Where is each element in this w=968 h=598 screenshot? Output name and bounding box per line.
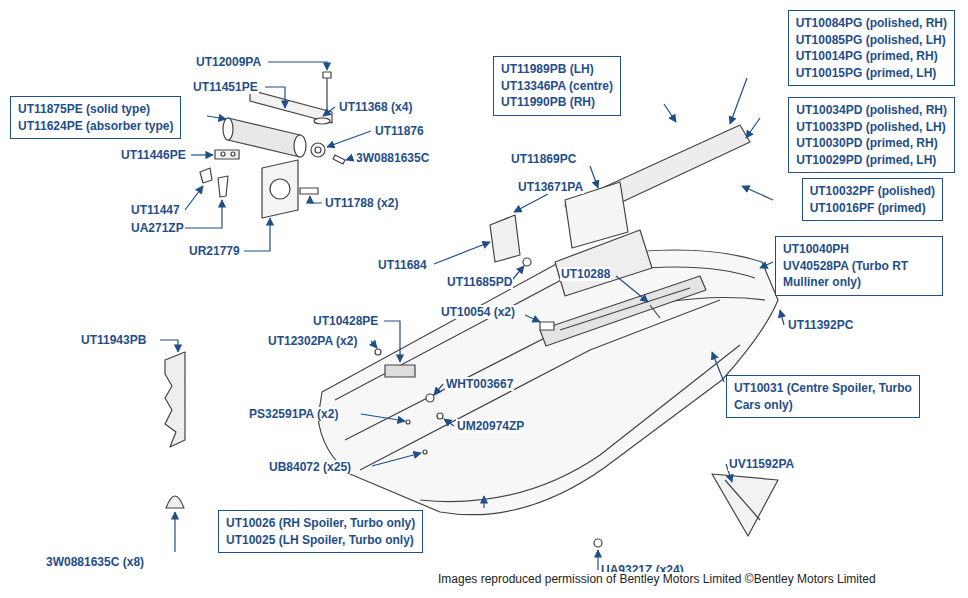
part-number: UT10031 (Centre Spoiler, Turbo Cars only… (734, 380, 912, 413)
part-label: UR21779 (188, 244, 241, 258)
drawing (165, 72, 778, 547)
part-label: UT10288 (560, 267, 611, 281)
part-number: UT10034PD (polished, RH) (796, 102, 947, 119)
callout-box: UT11989PB (LH)UT13346PA (centre)UT11990P… (493, 56, 621, 116)
part-label: UT12009PA (195, 55, 262, 69)
part-label: PS32591PA (x2) (248, 407, 339, 421)
part-number: UT13346PA (centre) (501, 78, 613, 95)
part-number: UT11990PB (RH) (501, 94, 613, 111)
part-label: UV11592PA (728, 457, 795, 471)
part-label: UA271ZP (130, 221, 185, 235)
part-label: 3W0881635C (x8) (45, 555, 145, 569)
part-number: UT11989PB (LH) (501, 61, 613, 78)
part-number: UT10030PD (primed, RH) (796, 135, 947, 152)
part-label: UT10054 (x2) (440, 305, 516, 319)
part-number: UV40528PA (Turbo RT Mulliner only) (783, 258, 935, 291)
part-number: UT10033PD (polished, LH) (796, 119, 947, 136)
part-label: UT13671PA (517, 180, 584, 194)
part-label: UB84072 (x25) (268, 460, 352, 474)
part-label: UT11447 (130, 203, 181, 217)
part-label: UT11392PC (787, 318, 854, 332)
part-label: UT11451PE (192, 80, 259, 94)
part-label: UT11685PD (446, 275, 513, 289)
part-number: UT10085PG (polished, LH) (796, 32, 947, 49)
part-number: UT11875PE (solid type) (18, 101, 173, 118)
part-number: UT10016PF (primed) (810, 200, 935, 217)
callout-box: UT10034PD (polished, RH)UT10033PD (polis… (788, 97, 955, 173)
leader-lines (160, 62, 784, 570)
part-number: UT10029PD (primed, LH) (796, 152, 947, 169)
part-label: UT11368 (x4) (338, 100, 413, 114)
part-number: UT10084PG (polished, RH) (796, 15, 947, 32)
part-label: UT12302PA (x2) (267, 334, 358, 348)
callout-box: UT10084PG (polished, RH)UT10085PG (polis… (788, 10, 955, 86)
part-label: WHT003667 (445, 377, 514, 391)
part-number: UT10032PF (polished) (810, 183, 935, 200)
part-label: UT11943PB (80, 333, 147, 347)
part-number: UT10015PG (primed, LH) (796, 65, 947, 82)
callout-box: UT10031 (Centre Spoiler, Turbo Cars only… (726, 375, 920, 418)
part-label: 3W0881635C (355, 151, 430, 165)
part-label: UM20974ZP (456, 419, 525, 433)
callout-box: UT10032PF (polished)UT10016PF (primed) (802, 178, 943, 221)
part-number: UT10025 (LH Spoiler, Turbo only) (226, 532, 415, 549)
part-number: UT10026 (RH Spoiler, Turbo only) (226, 515, 415, 532)
part-label: UT11684 (377, 258, 428, 272)
part-label: UT11869PC (510, 152, 577, 166)
callout-box: UT10026 (RH Spoiler, Turbo only)UT10025 … (218, 510, 423, 553)
callout-box: UT10040PHUV40528PA (Turbo RT Mulliner on… (775, 236, 943, 296)
part-number: UT11624PE (absorber type) (18, 118, 173, 135)
callout-box: UT11875PE (solid type)UT11624PE (absorbe… (10, 96, 181, 139)
copyright-note: Images reproduced permission of Bentley … (437, 572, 877, 586)
part-number: UT10014PG (primed, RH) (796, 48, 947, 65)
part-number: UT10040PH (783, 241, 935, 258)
part-label: UT11788 (x2) (324, 196, 399, 210)
part-label: UT10428PE (312, 314, 379, 328)
part-label: UT11876 (374, 124, 425, 138)
part-label: UT11446PE (120, 148, 187, 162)
